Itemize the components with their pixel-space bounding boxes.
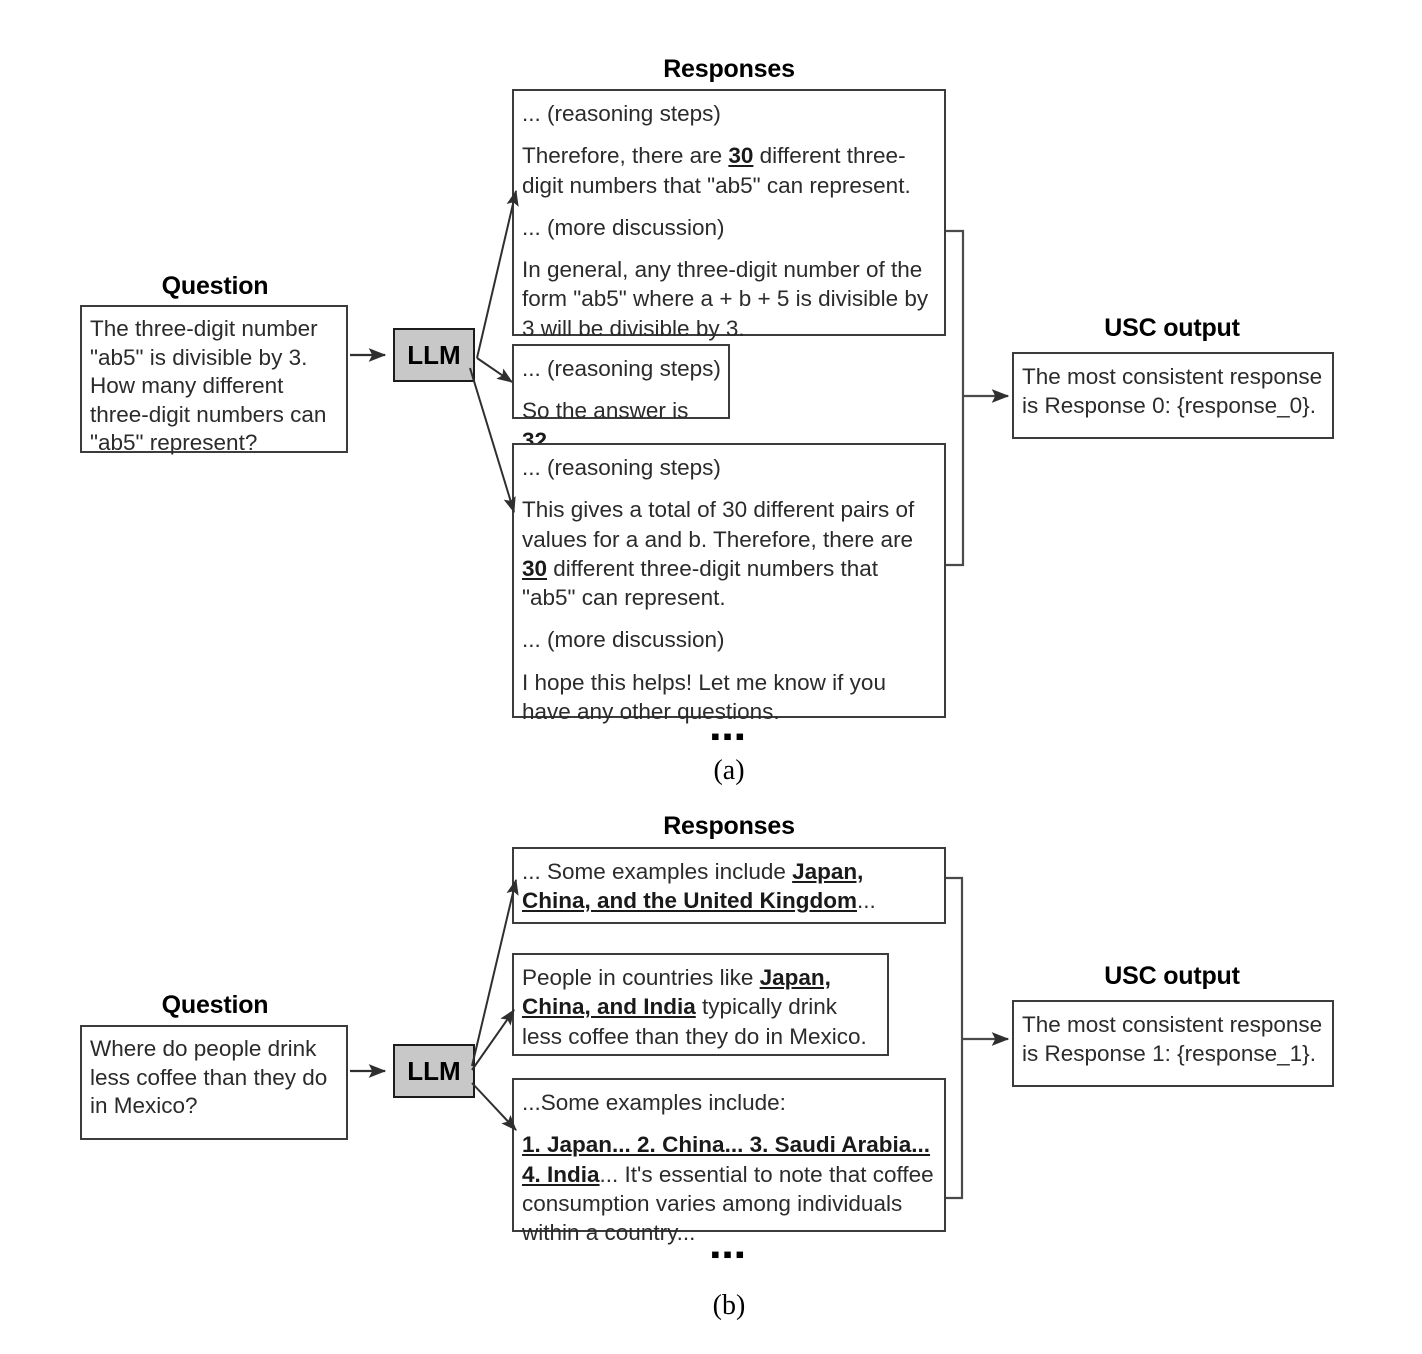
question-heading-a: Question [161, 272, 269, 300]
response-paragraph: ... (reasoning steps) [522, 356, 721, 381]
response-paragraph: I hope this helps! Let me know if you ha… [522, 669, 886, 724]
question-heading-b: Question [161, 991, 269, 1019]
response-box: ...Some examples include: 1. Japan... 2. … [512, 1078, 946, 1245]
response-paragraph: In general, any three-digit number of th… [522, 257, 929, 341]
panel-a: Question The three-digit number "ab5" is… [80, 55, 1334, 786]
emphasized-text: Japan, China, and the United Kingdom [522, 859, 864, 914]
response-paragraph: ...Some examples include: [522, 1090, 786, 1115]
more-responses-indicator-b: ▪▪▪ [710, 1239, 748, 1269]
question-box-b: Where do people drink less coffee than t… [80, 1025, 348, 1140]
llm-node-a[interactable]: LLM [393, 328, 475, 382]
response-box: ... (reasoning steps) Therefore, there ar… [512, 89, 946, 341]
response-paragraph: ... (more discussion) [522, 627, 725, 653]
response-box: ... Some examples include Japan, China, … [512, 847, 946, 924]
responses-heading-b: Responses [663, 812, 795, 840]
usc-output-box-a: The most consistent response is Response… [1012, 352, 1334, 439]
response-box: ... (reasoning steps) This gives a total … [512, 443, 946, 724]
response-paragraph: So the answer is 32. [522, 398, 689, 453]
llm-node-b[interactable]: LLM [393, 1044, 475, 1098]
response-paragraph: Therefore, there are 30 different three-… [522, 143, 911, 198]
emphasized-text: 1. Japan... 2. China... 3. Saudi Arabia.… [522, 1132, 931, 1187]
emphasized-text: Japan, China, and India [522, 965, 831, 1020]
response-paragraph: ... Some examples include Japan, China, … [522, 859, 876, 914]
panel-caption-b: (b) [712, 1290, 746, 1321]
panel-caption-a: (a) [713, 755, 745, 786]
response-paragraph: 1. Japan... 2. China... 3. Saudi Arabia.… [522, 1132, 934, 1245]
response-box: ... (reasoning steps) So the answer is 32… [512, 344, 730, 453]
response-paragraph: ... (reasoning steps) [522, 101, 721, 126]
llm-label: LLM [407, 339, 461, 370]
usc-output-text-a: The most consistent response is Response… [1022, 364, 1323, 419]
question-text-b: Where do people drink less coffee than t… [90, 1036, 328, 1119]
emphasized-text: 30 [728, 143, 754, 169]
emphasized-text: 30 [522, 555, 548, 581]
response-paragraph: People in countries like Japan, China, a… [522, 965, 867, 1049]
response-paragraph: This gives a total of 30 different pairs… [522, 497, 915, 610]
llm-label: LLM [407, 1055, 461, 1086]
usc-output-box-b: The most consistent response is Response… [1012, 1000, 1334, 1087]
usc-output-heading-a: USC output [1104, 314, 1240, 342]
question-text-a: The three-digit number "ab5" is divisibl… [90, 316, 327, 456]
usc-output-heading-b: USC output [1104, 962, 1240, 990]
more-responses-indicator-a: ▪▪▪ [710, 721, 748, 751]
question-box-a: The three-digit number "ab5" is divisibl… [80, 305, 348, 455]
response-paragraph: ... (more discussion) [522, 214, 725, 240]
responses-heading-a: Responses [663, 55, 795, 83]
response-paragraph: ... (reasoning steps) [522, 455, 721, 480]
usc-output-text-b: The most consistent response is Response… [1022, 1012, 1323, 1067]
response-box: People in countries like Japan, China, a… [512, 953, 889, 1056]
